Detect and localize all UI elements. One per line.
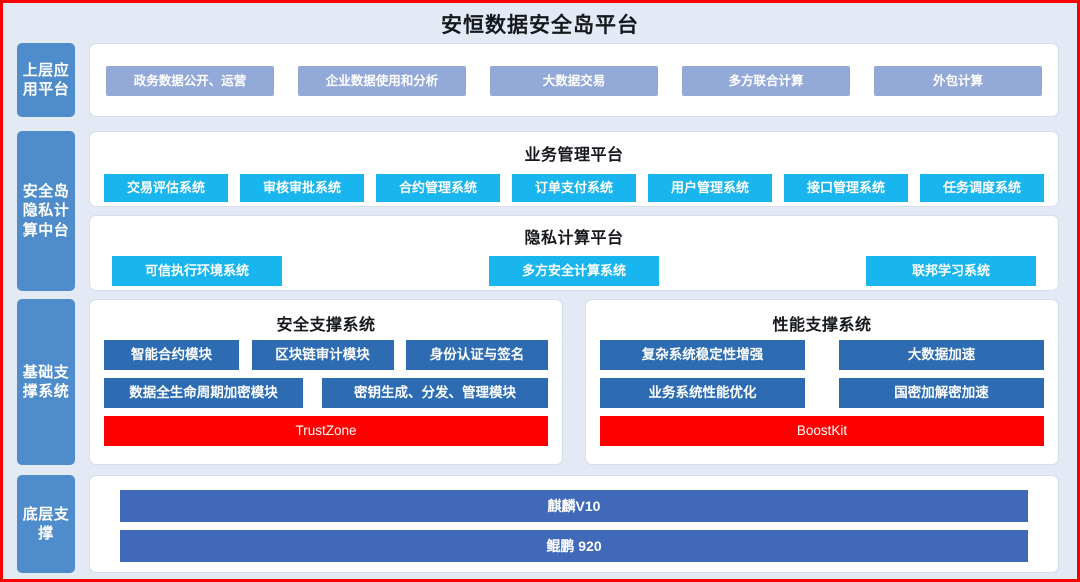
sidebar-item-upper-application-platform[interactable]: 上层应用平台 xyxy=(17,43,75,117)
base-pill-kylin-v10[interactable]: 麒麟V10 xyxy=(120,490,1028,522)
privacy-platform-card: 隐私计算平台 可信执行环境系统 多方安全计算系统 联邦学习系统 xyxy=(89,215,1059,291)
perf-pill-boostkit[interactable]: BoostKit xyxy=(600,416,1044,446)
priv-pill-federated-learning[interactable]: 联邦学习系统 xyxy=(866,256,1036,286)
app-pill-government-data[interactable]: 政务数据公开、运营 xyxy=(106,66,274,96)
base-layer-row-kylin: 麒麟V10 xyxy=(120,490,1028,522)
page-title: 安恒数据安全岛平台 xyxy=(441,14,639,37)
biz-pill-review-approval[interactable]: 审核审批系统 xyxy=(240,174,364,202)
biz-pill-interface-management[interactable]: 接口管理系统 xyxy=(784,174,908,202)
performance-support-title: 性能支撑系统 xyxy=(772,317,872,334)
sidebar-item-label: 安全岛隐私计算中台 xyxy=(22,183,70,239)
priv-pill-secure-multiparty-computation[interactable]: 多方安全计算系统 xyxy=(489,256,659,286)
sec-pill-trustzone[interactable]: TrustZone xyxy=(104,416,548,446)
sec-pill-blockchain-audit-module[interactable]: 区块链审计模块 xyxy=(251,340,394,370)
priv-pill-trusted-execution-environment[interactable]: 可信执行环境系统 xyxy=(112,256,282,286)
sidebar-item-label: 上层应用平台 xyxy=(22,61,70,98)
perf-pill-business-system-performance-optimization[interactable]: 业务系统性能优化 xyxy=(600,378,805,408)
biz-pill-trade-evaluation[interactable]: 交易评估系统 xyxy=(104,174,228,202)
security-support-row-3: TrustZone xyxy=(104,416,548,446)
sec-pill-smart-contract-module[interactable]: 智能合约模块 xyxy=(104,340,239,370)
performance-support-row-3: BoostKit xyxy=(600,416,1044,446)
business-platform-title: 业务管理平台 xyxy=(524,147,624,164)
base-layer-row-kunpeng: 鲲鹏 920 xyxy=(120,530,1028,562)
base-layer-card: 麒麟V10 鲲鹏 920 xyxy=(89,475,1059,573)
sidebar-item-bottom-layer-support[interactable]: 底层支撑 xyxy=(17,475,75,573)
app-pill-enterprise-data[interactable]: 企业数据使用和分析 xyxy=(298,66,466,96)
privacy-platform-title: 隐私计算平台 xyxy=(524,230,624,247)
sec-pill-identity-auth-signature[interactable]: 身份认证与签名 xyxy=(406,340,548,370)
business-platform-card: 业务管理平台 交易评估系统 审核审批系统 合约管理系统 订单支付系统 用户管理系… xyxy=(89,131,1059,207)
biz-pill-task-scheduling[interactable]: 任务调度系统 xyxy=(920,174,1044,202)
sidebar-item-security-island-privacy-computing-midplatform[interactable]: 安全岛隐私计算中台 xyxy=(17,131,75,291)
sidebar-item-label: 底层支撑 xyxy=(22,505,70,542)
perf-pill-sm-crypto-acceleration[interactable]: 国密加解密加速 xyxy=(839,378,1044,408)
security-support-card: 安全支撑系统 智能合约模块 区块链审计模块 身份认证与签名 数据全生命周期加密模… xyxy=(89,299,563,465)
privacy-platform-row: 可信执行环境系统 多方安全计算系统 联邦学习系统 xyxy=(112,256,1036,286)
security-support-title: 安全支撑系统 xyxy=(276,317,376,334)
business-platform-row: 交易评估系统 审核审批系统 合约管理系统 订单支付系统 用户管理系统 接口管理系… xyxy=(104,174,1044,202)
app-pill-multiparty-joint-computing[interactable]: 多方联合计算 xyxy=(682,66,850,96)
sidebar-item-label: 基础支撑系统 xyxy=(22,363,70,400)
performance-support-card: 性能支撑系统 复杂系统稳定性增强 大数据加速 业务系统性能优化 国密加解密加速 … xyxy=(585,299,1059,465)
biz-pill-contract-management[interactable]: 合约管理系统 xyxy=(376,174,500,202)
base-pill-kunpeng-920[interactable]: 鲲鹏 920 xyxy=(120,530,1028,562)
biz-pill-user-management[interactable]: 用户管理系统 xyxy=(648,174,772,202)
sec-pill-key-generation-distribution-management-module[interactable]: 密钥生成、分发、管理模块 xyxy=(322,378,548,408)
performance-support-row-2: 业务系统性能优化 国密加解密加速 xyxy=(600,378,1044,408)
sec-pill-full-lifecycle-encryption-module[interactable]: 数据全生命周期加密模块 xyxy=(104,378,303,408)
biz-pill-order-payment[interactable]: 订单支付系统 xyxy=(512,174,636,202)
app-pill-big-data-trading[interactable]: 大数据交易 xyxy=(490,66,658,96)
sidebar-item-foundation-support-system[interactable]: 基础支撑系统 xyxy=(17,299,75,465)
application-platform-row: 政务数据公开、运营 企业数据使用和分析 大数据交易 多方联合计算 外包计算 xyxy=(106,66,1042,96)
security-support-row-1: 智能合约模块 区块链审计模块 身份认证与签名 xyxy=(104,340,548,370)
application-platform-card: 政务数据公开、运营 企业数据使用和分析 大数据交易 多方联合计算 外包计算 xyxy=(89,43,1059,117)
performance-support-row-1: 复杂系统稳定性增强 大数据加速 xyxy=(600,340,1044,370)
app-pill-outsourced-computing[interactable]: 外包计算 xyxy=(874,66,1042,96)
perf-pill-big-data-acceleration[interactable]: 大数据加速 xyxy=(839,340,1044,370)
perf-pill-complex-system-stability[interactable]: 复杂系统稳定性增强 xyxy=(600,340,805,370)
security-support-row-2: 数据全生命周期加密模块 密钥生成、分发、管理模块 xyxy=(104,378,548,408)
